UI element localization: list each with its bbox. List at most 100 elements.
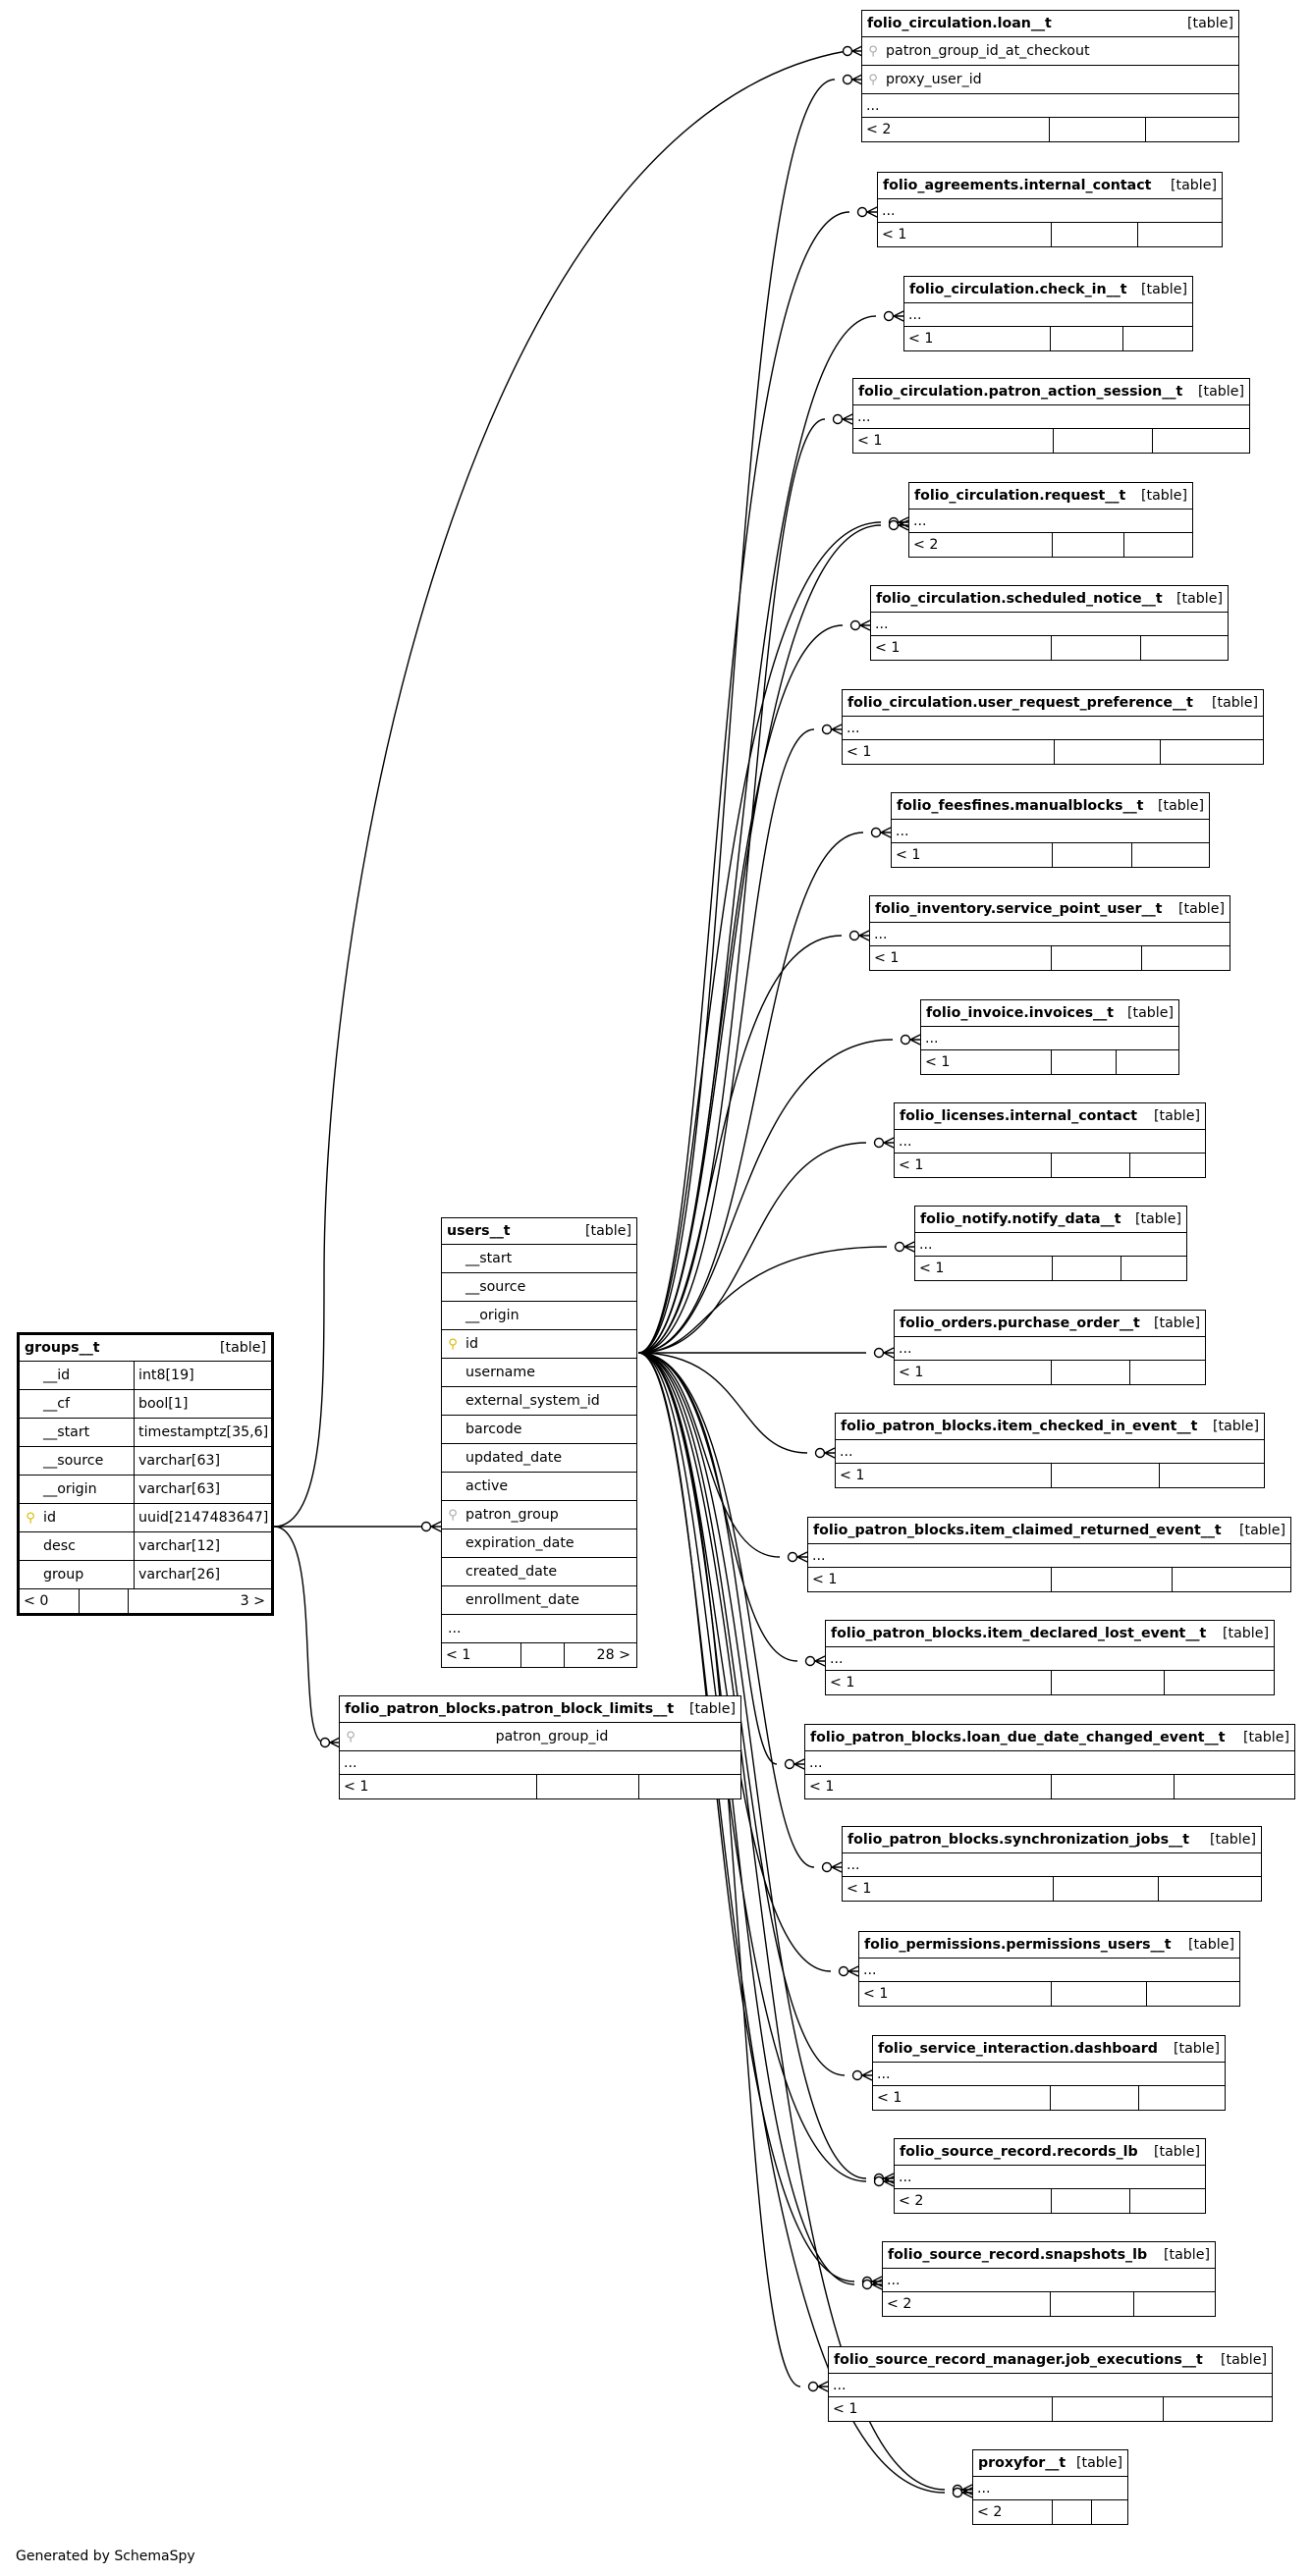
table-folio-patron-blocks-item-claimed-returned-event-t[interactable]: folio_patron_blocks.item_claimed_returne… [807,1517,1291,1592]
table-folio-circulation-request-t[interactable]: folio_circulation.request__t[table]...< … [908,482,1193,558]
optional-marker [873,1347,885,1359]
column-name: patron_group [465,1507,559,1523]
table-folio-inventory-service-point-user-t[interactable]: folio_inventory.service_point_user__t[ta… [869,895,1230,971]
column-type: int8[19] [134,1362,271,1389]
table-folio-patron-blocks-item-checked-in-event-t[interactable]: folio_patron_blocks.item_checked_in_even… [835,1413,1265,1488]
optional-marker [851,2069,863,2081]
table-header: groups__t [table] [20,1335,271,1362]
table-folio-patron-blocks-loan-due-date-changed-event-t[interactable]: folio_patron_blocks.loan_due_date_change… [804,1724,1295,1799]
optional-marker [319,1737,331,1748]
parents-count: < 1 [840,1468,865,1483]
column-name: ... [809,1754,823,1771]
table-folio-permissions-permissions-users-t[interactable]: folio_permissions.permissions_users__t[t… [858,1931,1240,2007]
table-type: [table] [1140,488,1187,504]
table-name: folio_patron_blocks.item_checked_in_even… [841,1419,1198,1434]
parents-count: < 1 [830,1675,855,1690]
column-row: ... [873,2063,1225,2086]
column-name: ... [830,1650,844,1667]
column-row: ... [871,613,1228,636]
table-footer: < 2 [895,2189,1205,2213]
table-type: [table] [1238,1523,1285,1538]
table-folio-circulation-check-in-t[interactable]: folio_circulation.check_in__t[table]...<… [903,276,1193,351]
table-folio-orders-purchase-order-t[interactable]: folio_orders.purchase_order__t[table]...… [894,1310,1206,1385]
optional-marker [842,45,853,57]
relationship-line [637,624,844,1354]
table-type: [table] [1220,2352,1267,2368]
relationship-line [637,418,826,1354]
table-header: folio_licenses.internal_contact[table] [895,1103,1205,1130]
table-type: [table] [1163,2247,1210,2263]
table-circulation-loan[interactable]: folio_circulation.loan__t [table] ⚲ patr… [861,10,1239,142]
table-type: [table] [219,1340,266,1356]
column-name: ... [925,1030,939,1046]
optional-marker [883,310,895,322]
table-header: folio_invoice.invoices__t[table] [921,1000,1178,1027]
table-folio-circulation-scheduled-notice-t[interactable]: folio_circulation.scheduled_notice__t[ta… [870,585,1229,661]
table-name: folio_licenses.internal_contact [900,1108,1138,1124]
table-folio-circulation-patron-action-session-t[interactable]: folio_circulation.patron_action_session_… [852,378,1250,454]
table-header: folio_circulation.request__t[table] [909,483,1192,510]
column-name: id [43,1510,56,1526]
column-name: __start [43,1424,90,1440]
table-footer: < 1 [829,2397,1272,2421]
table-type: [table] [584,1223,631,1239]
table-folio-licenses-internal-contact[interactable]: folio_licenses.internal_contact[table]..… [894,1102,1206,1178]
table-type: [table] [1211,695,1258,711]
table-folio-notify-notify-data-t[interactable]: folio_notify.notify_data__t[table]...< 1 [914,1206,1187,1281]
table-footer: < 1 [808,1568,1290,1591]
column-name: desc [43,1538,76,1554]
table-header: folio_source_record_manager.job_executio… [829,2347,1272,2374]
column-name: ... [344,1754,357,1771]
optional-marker [849,619,861,631]
optional-marker [848,930,860,941]
table-name: folio_patron_blocks.patron_block_limits_… [345,1701,675,1717]
column-name: ... [875,616,889,632]
table-folio-patron-blocks-synchronization-jobs-t[interactable]: folio_patron_blocks.synchronization_jobs… [842,1826,1262,1902]
optional-marker [814,1447,826,1459]
column-row: __id int8[19] [20,1362,271,1390]
parents-count: < 2 [977,2504,1003,2520]
column-row: ... [895,1337,1205,1361]
table-folio-source-record-manager-job-executions-t[interactable]: folio_source_record_manager.job_executio… [828,2346,1273,2422]
optional-marker [873,1137,885,1149]
table-patron-block-limits[interactable]: folio_patron_blocks.patron_block_limits_… [339,1695,741,1799]
table-folio-invoice-invoices-t[interactable]: folio_invoice.invoices__t[table]...< 1 [920,999,1179,1075]
table-name: proxyfor__t [978,2455,1066,2471]
table-folio-agreements-internal-contact[interactable]: folio_agreements.internal_contact[table]… [877,172,1223,247]
table-name: folio_circulation.scheduled_notice__t [876,591,1163,607]
column-name: ... [919,1236,933,1253]
table-folio-service-interaction-dashboard[interactable]: folio_service_interaction.dashboard[tabl… [872,2035,1226,2111]
table-footer: < 1 [915,1257,1186,1280]
table-folio-source-record-records-lb[interactable]: folio_source_record.records_lb[table]...… [894,2138,1206,2214]
table-type: [table] [1153,2144,1200,2160]
column-name: __id [43,1368,71,1383]
optional-marker [894,1241,905,1253]
column-name: enrollment_date [465,1592,579,1608]
table-footer: < 1 [870,946,1230,970]
relationship-line [637,832,864,1354]
column-row: username [442,1359,636,1387]
column-name: barcode [465,1422,522,1437]
table-folio-circulation-user-request-preference-t[interactable]: folio_circulation.user_request_preferenc… [842,689,1264,765]
relationship-line [637,1352,855,2285]
table-name: folio_agreements.internal_contact [883,178,1152,193]
parents-count: < 2 [887,2296,912,2312]
relationship-line [883,1137,895,1149]
table-footer: < 1 [904,327,1192,350]
optional-marker [900,1034,911,1046]
table-folio-source-record-snapshots-lb[interactable]: folio_source_record.snapshots_lb[table].… [882,2241,1216,2317]
table-folio-feesfines-manualblocks-t[interactable]: folio_feesfines.manualblocks__t[table]..… [891,792,1210,868]
table-proxyfor-t[interactable]: proxyfor__t[table]...< 2 [972,2449,1128,2525]
table-folio-patron-blocks-item-declared-lost-event-t[interactable]: folio_patron_blocks.item_declared_lost_e… [825,1620,1275,1695]
table-footer: < 1 [340,1775,740,1798]
column-row: __source [442,1273,636,1302]
table-users[interactable]: users__t [table] __start__source__origin… [441,1217,637,1668]
column-row: expiration_date [442,1530,636,1558]
generated-by-label: Generated by SchemaSpy [16,2549,195,2564]
column-type: timestamptz[35,6] [134,1419,271,1446]
table-header: folio_circulation.scheduled_notice__t[ta… [871,586,1228,613]
column-row: ... [878,199,1222,223]
